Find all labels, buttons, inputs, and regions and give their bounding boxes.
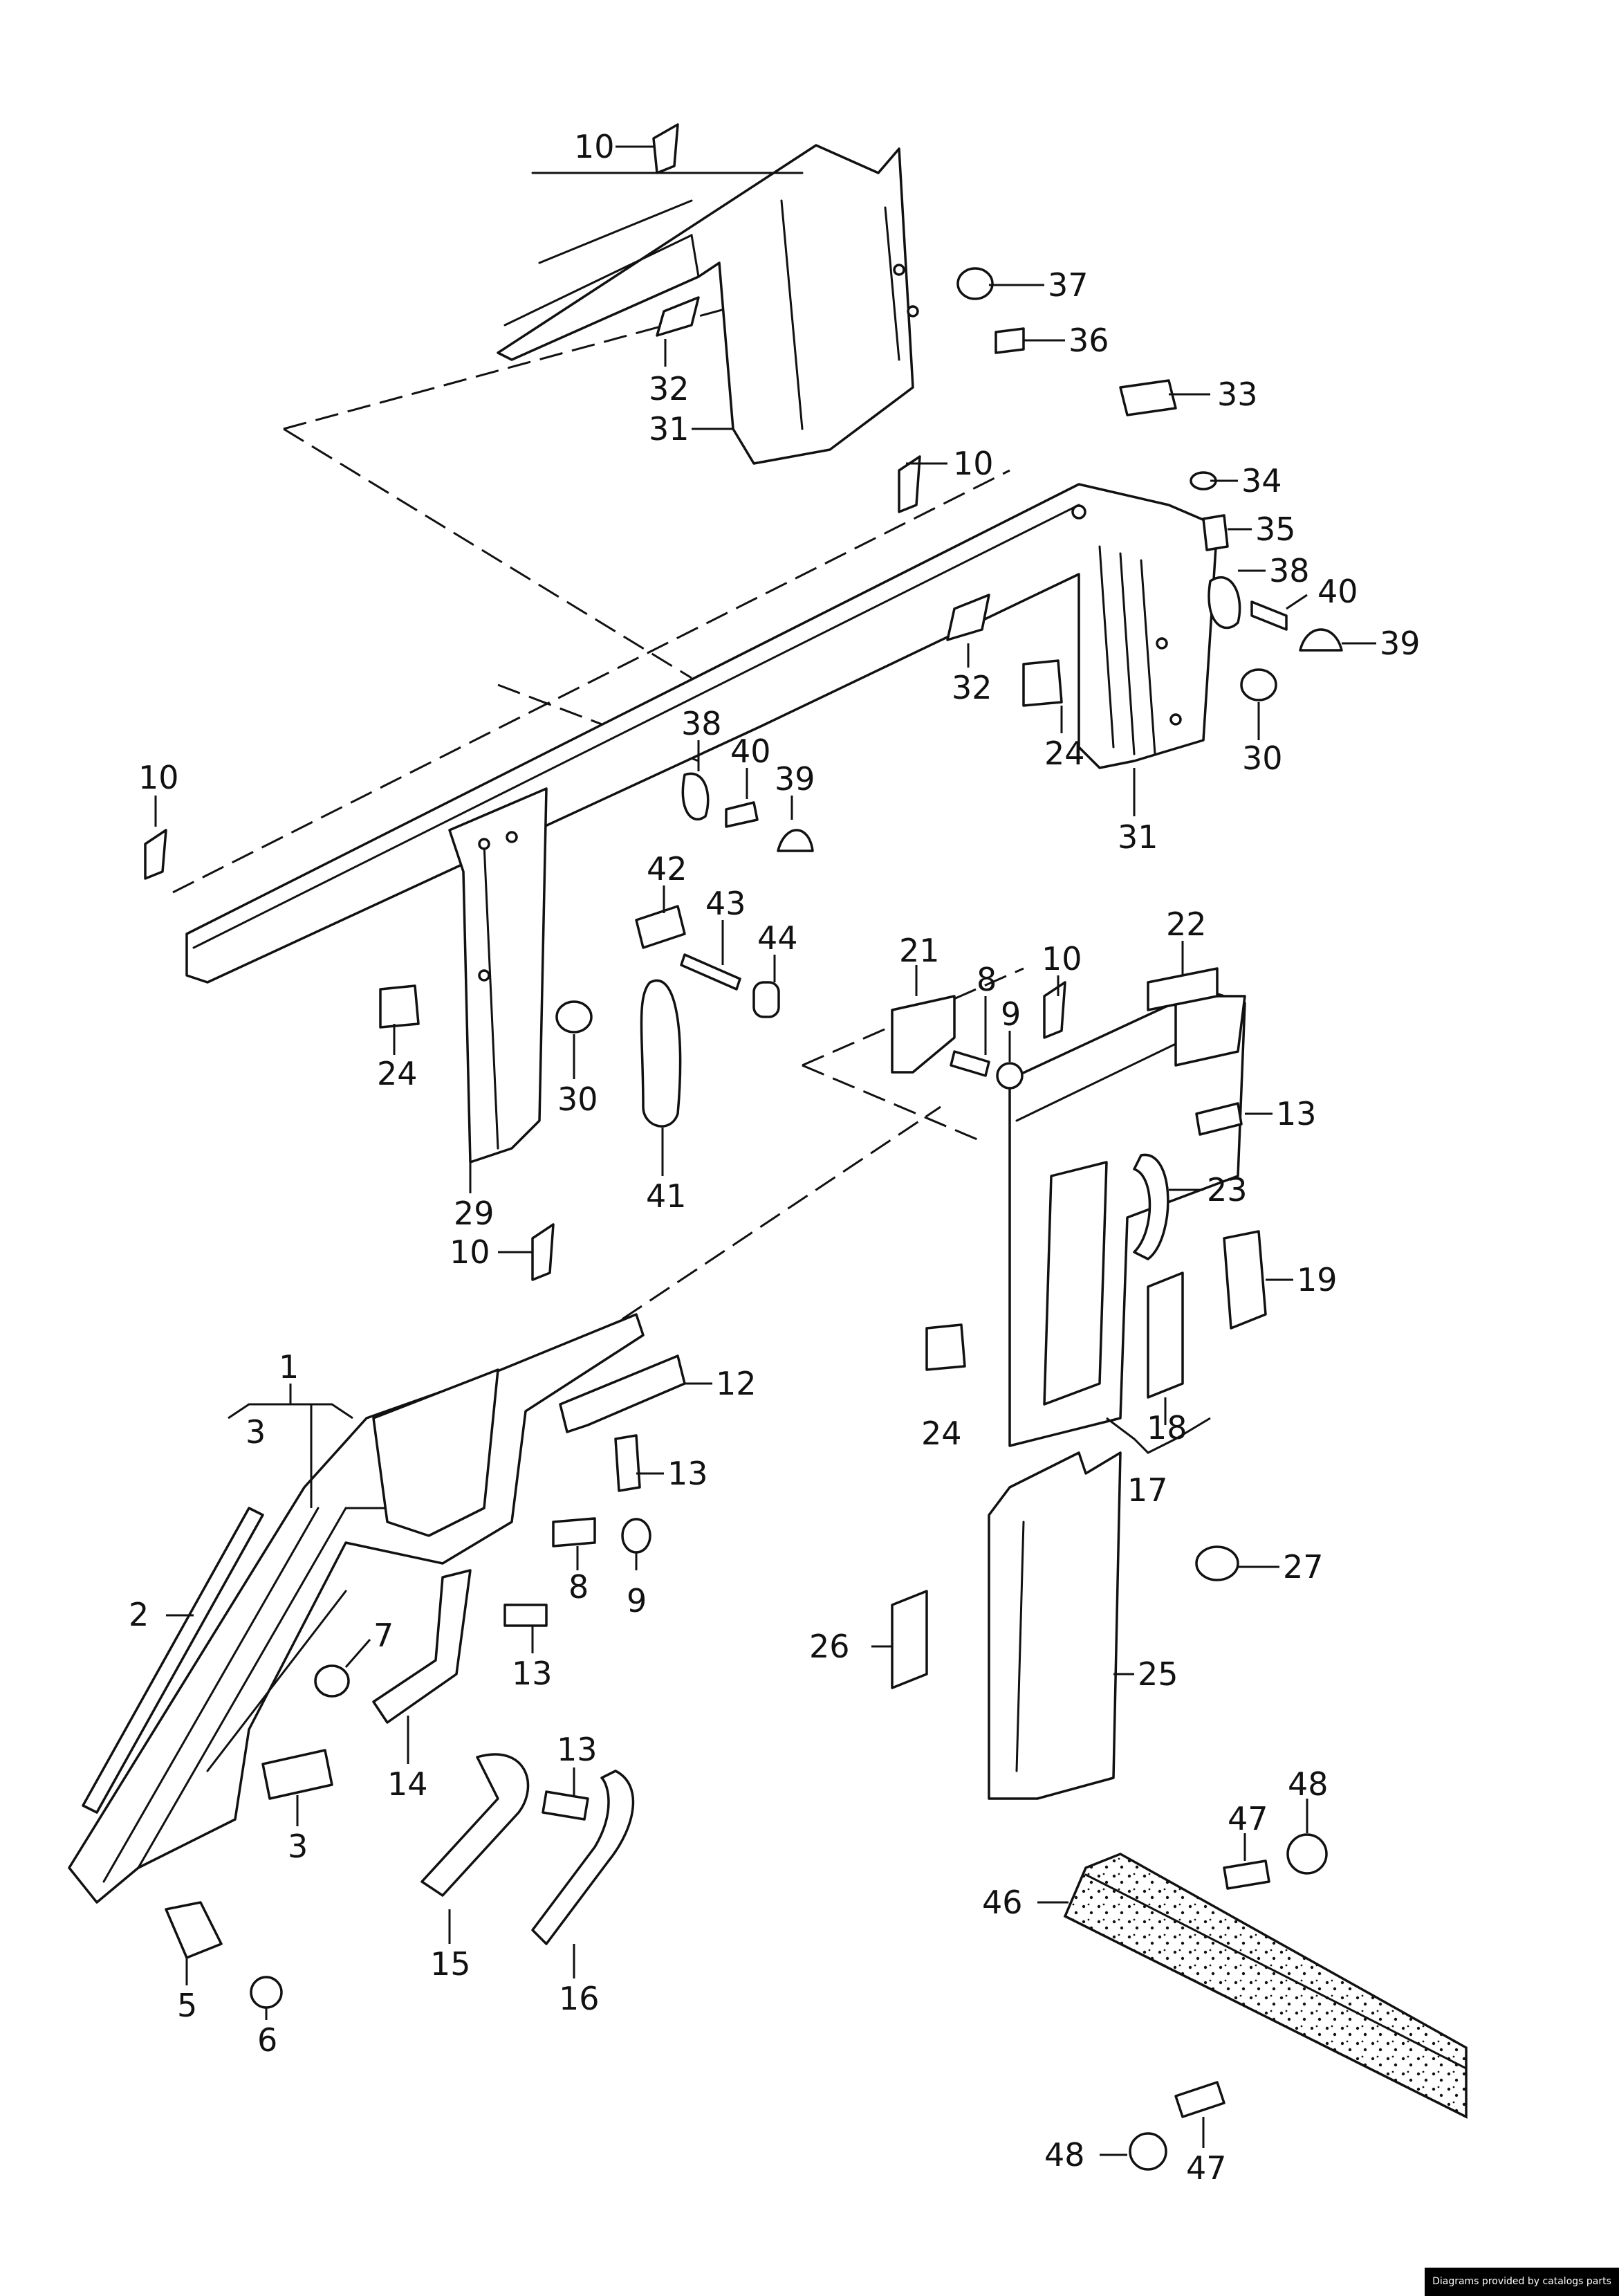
callout-15: 15 [430,1945,471,1983]
credit-banner [1425,2268,1619,2296]
sill-panel [1063,1853,1468,2119]
callout-10: 10 [450,1233,490,1271]
fasteners [144,123,1343,2171]
callout-3: 3 [246,1413,266,1451]
callout-39: 39 [775,760,815,798]
b-pillar-trim [1008,988,1246,1447]
callout-29: 29 [454,1195,494,1232]
callout-31: 31 [649,410,690,448]
callout-37: 37 [1048,266,1089,304]
callout-8: 8 [977,961,997,998]
assembly-guide-lines [172,296,1024,1413]
callout-1: 1 [279,1348,299,1386]
callout-23: 23 [1207,1171,1248,1209]
leader-lines [154,145,1376,2156]
callout-30: 30 [1242,740,1283,777]
callout-22: 22 [1166,906,1207,943]
callout-17: 17 [1127,1471,1168,1509]
callout-44: 44 [757,919,798,957]
callout-13: 13 [512,1655,553,1692]
rear-pillar-trim-upper [497,144,919,465]
callout-39: 39 [1380,625,1421,662]
roof-rail-trim [185,483,1219,1164]
callout-12: 12 [716,1365,757,1402]
callout-46: 46 [982,1884,1023,1921]
callout-13: 13 [557,1731,598,1768]
callout-30: 30 [557,1081,598,1118]
callout-7: 7 [373,1617,394,1654]
callout-10: 10 [953,445,994,482]
callout-13: 13 [1276,1095,1317,1132]
callout-48: 48 [1044,2136,1085,2174]
callout-9: 9 [627,1582,647,1619]
callout-34: 34 [1241,462,1282,499]
callout-18: 18 [1147,1409,1187,1447]
callout-8: 8 [568,1568,589,1606]
callout-9: 9 [1001,995,1021,1033]
callout-13: 13 [667,1455,708,1492]
callout-48: 48 [1288,1765,1329,1803]
callout-40: 40 [1317,573,1358,610]
callout-38: 38 [681,705,722,742]
callout-27: 27 [1283,1548,1324,1586]
b-pillar-lower-trim [988,1451,1122,1800]
credit-text: Diagrams provided by catalogs parts [1432,2276,1611,2287]
callout-14: 14 [387,1765,428,1803]
callout-10: 10 [1042,940,1082,977]
callout-31: 31 [1118,818,1158,856]
callout-47: 47 [1186,2149,1227,2187]
a-pillar-trim-assembly [68,1313,645,1904]
callout-24: 24 [377,1055,418,1092]
callout-24: 24 [1044,735,1085,772]
callout-38: 38 [1269,552,1310,589]
callout-19: 19 [1297,1261,1338,1298]
callout-42: 42 [647,850,687,888]
callout-35: 35 [1255,511,1296,548]
callout-47: 47 [1228,1800,1268,1837]
callout-5: 5 [177,1987,197,2024]
callout-6: 6 [257,2021,277,2059]
callout-25: 25 [1138,1655,1178,1693]
callout-labels: 10 37 36 32 31 33 10 34 35 38 40 39 32 3… [129,128,1421,2187]
callout-43: 43 [705,885,746,922]
callout-16: 16 [559,1980,600,2017]
callout-2: 2 [129,1596,149,1633]
callout-40: 40 [730,733,771,770]
callout-26: 26 [809,1628,850,1665]
callout-33: 33 [1217,376,1258,413]
callout-3: 3 [288,1828,308,1865]
callout-41: 41 [646,1177,687,1215]
callout-21: 21 [899,932,940,969]
callout-10: 10 [138,759,179,796]
callout-24: 24 [921,1415,962,1452]
callout-36: 36 [1068,322,1109,359]
callout-10: 10 [574,128,615,165]
callout-32: 32 [952,669,992,706]
callout-32: 32 [649,370,690,407]
